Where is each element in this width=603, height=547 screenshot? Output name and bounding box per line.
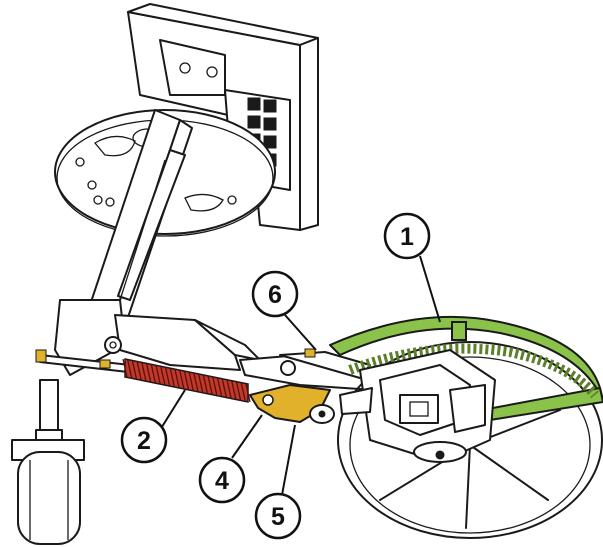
callout-1-label: 1 (400, 223, 414, 251)
callout-1: 1 (383, 212, 441, 323)
main-arm (84, 109, 193, 336)
callout-6: 6 (251, 270, 317, 351)
caster-wheel (11, 379, 85, 545)
yellow-bracket-shape (249, 384, 335, 424)
callout-5-label: 5 (271, 503, 285, 531)
ring-hoop (337, 341, 603, 539)
callout-5: 5 (254, 424, 302, 540)
callout-6-label: 6 (268, 281, 282, 309)
callout-2: 2 (120, 389, 186, 464)
hub-mechanism (339, 349, 496, 463)
callout-4: 4 (198, 414, 263, 504)
green-hoop-guard-shape (329, 315, 603, 421)
callout-2-label: 2 (137, 427, 151, 455)
tension-spring-shape (122, 358, 251, 403)
lower-arm (54, 299, 261, 376)
callout-4-label: 4 (215, 467, 229, 495)
